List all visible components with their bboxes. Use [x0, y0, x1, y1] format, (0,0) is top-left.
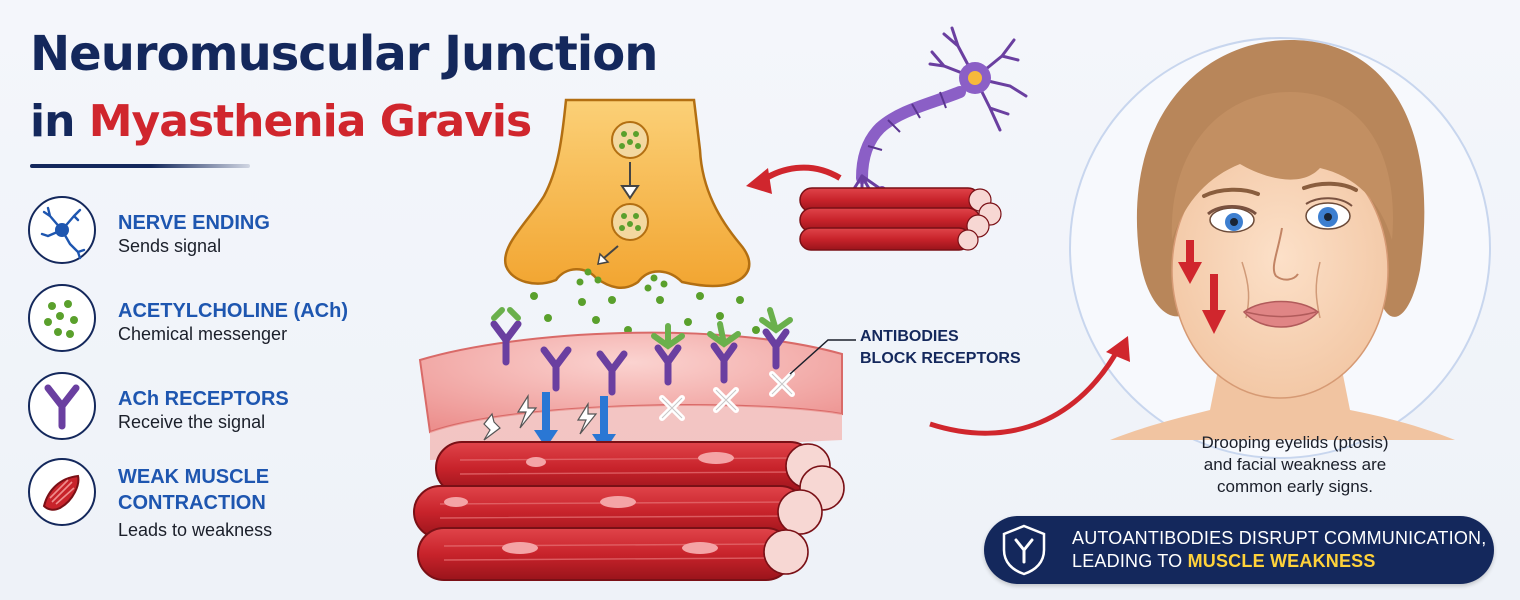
shield-antibody-icon [1002, 524, 1046, 576]
caption-line: Drooping eyelids (ptosis) [1201, 433, 1389, 452]
muscle-bundle-small [799, 187, 1002, 251]
legend-description: Leads to weakness [118, 520, 273, 540]
legend-item-acetylcholine: ACETYLCHOLINE (ACh) Chemical messenger [28, 284, 388, 358]
subtitle-accent: Myasthenia Gravis [88, 96, 532, 147]
legend-heading: ACETYLCHOLINE (ACh) [118, 300, 348, 322]
banner-line: AUTOANTIBODIES DISRUPT COMMUNICATION, [1072, 528, 1487, 548]
legend-heading: ACh RECEPTORS [118, 388, 289, 410]
legend-heading: WEAK MUSCLE CONTRACTION [118, 464, 269, 516]
subtitle-prefix: in [30, 96, 75, 147]
droop-arrow-icon [1178, 240, 1226, 334]
acetylcholine-dots-icon [28, 284, 96, 352]
title-underline [30, 164, 250, 168]
banner-prefix: LEADING TO [1072, 551, 1183, 571]
summary-banner: AUTOANTIBODIES DISRUPT COMMUNICATION, LE… [984, 516, 1494, 584]
curved-arrow-to-face [929, 344, 1123, 436]
legend-heading-line: CONTRACTION [118, 492, 266, 514]
receptor-y-icon [28, 372, 96, 440]
spark-icon [483, 393, 598, 441]
legend-item-weak-muscle: WEAK MUSCLE CONTRACTION Leads to weaknes… [28, 458, 388, 548]
banner-highlight: MUSCLE WEAKNESS [1187, 551, 1376, 571]
curved-arrow-to-terminal [758, 164, 842, 185]
legend-item-nerve-ending: NERVE ENDING Sends signal [28, 196, 388, 270]
callout-line: BLOCK RECEPTORS [860, 350, 1021, 367]
acetylcholine-molecules [530, 268, 760, 348]
caption-line: and facial weakness are [1203, 455, 1387, 474]
neuron-icon [28, 196, 96, 264]
caption-line: common early signs. [1217, 477, 1373, 496]
page-title: Neuromuscular Junction [30, 26, 658, 82]
banner-line: LEADING TO MUSCLE WEAKNESS [1072, 550, 1486, 573]
legend-item-receptors: ACh RECEPTORS Receive the signal [28, 372, 388, 446]
legend-description: Sends signal [118, 236, 222, 256]
patient-face-illustration [1069, 37, 1491, 459]
callout-line: ANTIBODIES [860, 328, 959, 345]
receptors-blocked [651, 307, 793, 386]
legend-heading-line: WEAK MUSCLE [118, 466, 270, 488]
ach-receptors-bound [490, 307, 628, 396]
muscle-bundle-large [413, 441, 845, 581]
legend-description: Chemical messenger [118, 324, 288, 344]
page-subtitle: in Myasthenia Gravis [30, 96, 532, 147]
legend-description: Receive the signal [118, 412, 266, 432]
muscle-icon [28, 458, 96, 526]
antibodies-callout: ANTIBODIES BLOCK RECEPTORS [860, 326, 1021, 370]
legend-heading: NERVE ENDING [118, 212, 270, 234]
nerve-terminal [503, 98, 751, 290]
neuron-illustration [848, 26, 1028, 198]
callout-pointer [789, 339, 856, 375]
banner-text: AUTOANTIBODIES DISRUPT COMMUNICATION, LE… [1072, 527, 1486, 573]
face-caption: Drooping eyelids (ptosis) and facial wea… [1150, 432, 1440, 498]
